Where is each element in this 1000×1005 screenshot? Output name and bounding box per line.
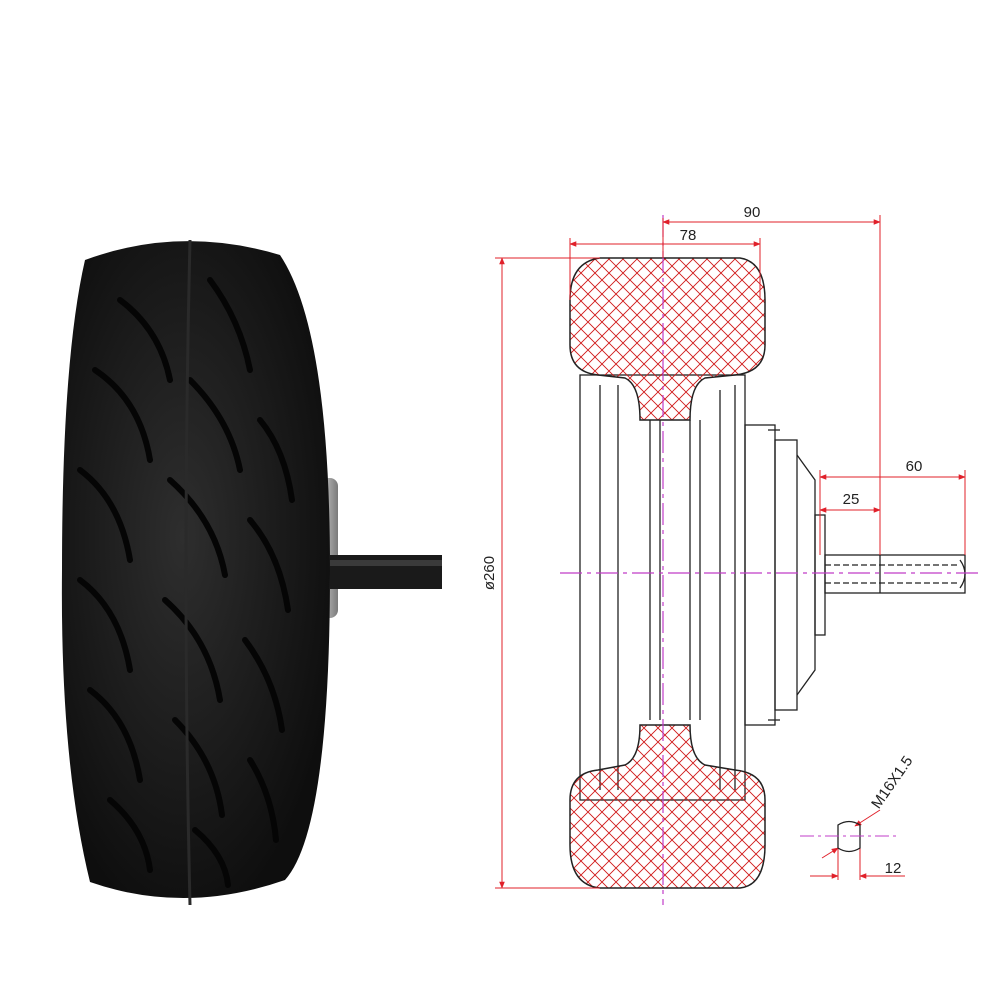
tread-grooves bbox=[77, 277, 295, 888]
dim-label-25: 25 bbox=[843, 491, 860, 508]
wheel-cross-section-drawing: 90 78 ø260 60 25 M16X1.5 12 bbox=[481, 204, 980, 905]
dim-label-78: 78 bbox=[680, 227, 697, 244]
hub-motor-wheel-photo bbox=[61, 239, 442, 906]
tire bbox=[61, 241, 330, 899]
dim-label-thread: M16X1.5 bbox=[868, 753, 916, 812]
center-lines bbox=[560, 215, 980, 905]
dim-label-60: 60 bbox=[906, 458, 923, 475]
dim-label-12: 12 bbox=[885, 860, 902, 877]
dim-label-diameter: ø260 bbox=[481, 556, 498, 590]
axle bbox=[824, 554, 966, 594]
rim-outline bbox=[579, 374, 826, 801]
dimension-lines bbox=[495, 215, 966, 889]
tire-section-bottom bbox=[569, 724, 766, 889]
axle-end-view bbox=[800, 820, 900, 853]
dim-label-90: 90 bbox=[744, 204, 761, 221]
tire-section-top bbox=[569, 257, 766, 421]
